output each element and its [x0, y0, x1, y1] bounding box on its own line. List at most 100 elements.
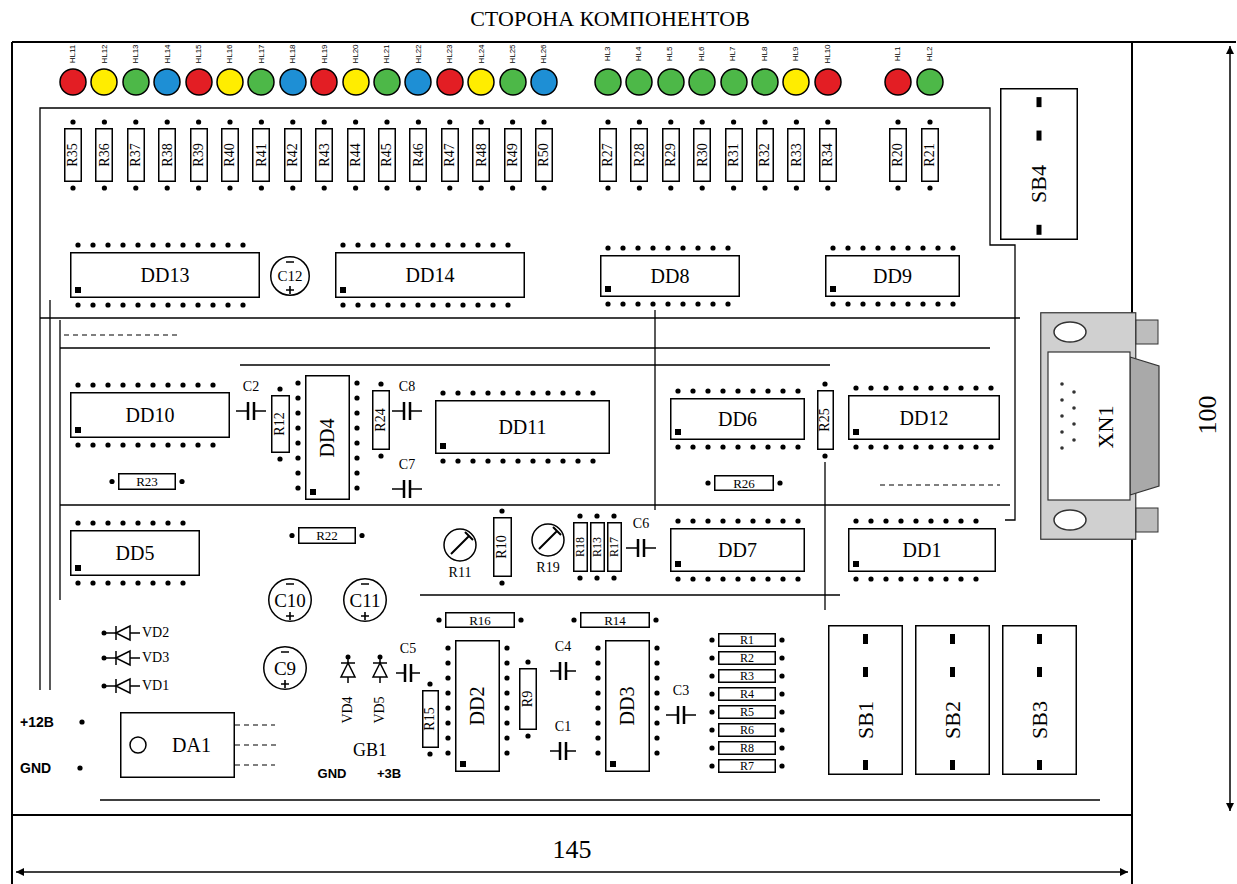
pad-dot — [898, 444, 903, 449]
part-label: R16 — [469, 614, 491, 627]
text-cell: C6 — [624, 515, 658, 532]
pad-dot — [416, 119, 421, 124]
pad-dot — [354, 380, 359, 385]
text-cell: GB1 — [344, 740, 396, 760]
pad-dot — [150, 242, 155, 247]
led-label: HL17 — [257, 44, 265, 63]
part-label: R49 — [506, 143, 520, 166]
pad-dot — [895, 185, 900, 190]
resistor-symbol: R26 — [714, 475, 774, 491]
ic-package: DD14 — [335, 252, 525, 298]
part-label: R35 — [66, 143, 80, 166]
led-label: HL9 — [792, 47, 800, 62]
led-symbol: HL21 — [373, 40, 401, 96]
pad-dot — [890, 245, 895, 250]
dimension-label: 100 — [1194, 396, 1220, 435]
part-label: C8 — [399, 380, 415, 394]
pad-dot — [795, 444, 800, 449]
pad-dot — [780, 444, 785, 449]
text-cell: DA1 — [150, 712, 233, 778]
symbol-part — [863, 634, 868, 644]
part-label: R46 — [411, 143, 425, 166]
symbol-part — [663, 129, 680, 182]
part-label: C1 — [555, 720, 571, 734]
trace — [40, 317, 1020, 318]
pad-dot — [868, 576, 873, 581]
text-cell: SB4 — [1000, 149, 1078, 219]
pad-dot — [485, 390, 490, 395]
text-cell: 145 — [536, 834, 608, 866]
part-label: R4 — [740, 688, 754, 700]
text-cell: R21 — [921, 128, 939, 182]
symbol-part — [374, 69, 400, 95]
symbol-part — [1041, 313, 1136, 540]
pad-dot — [725, 245, 730, 250]
pad-dot — [545, 390, 550, 395]
pad-dot — [150, 382, 155, 387]
part-label: R8 — [740, 742, 754, 754]
symbol-part — [190, 129, 207, 182]
pad-dot — [525, 733, 530, 738]
power-label: GND — [318, 767, 347, 780]
pad-dot — [920, 245, 925, 250]
pad-dot — [750, 518, 755, 523]
pad-dot — [700, 119, 705, 124]
pad-dot — [196, 185, 201, 190]
pad-dot — [322, 185, 327, 190]
resistor-symbol: R21 — [921, 128, 939, 182]
pad-dot — [988, 385, 993, 390]
title: СТОРОНА КОМПОНЕНТОВ — [470, 8, 750, 30]
pad-dot — [135, 442, 140, 447]
text-cell: R41 — [252, 128, 270, 182]
symbol-part — [316, 129, 333, 182]
pad-dot — [705, 518, 710, 523]
text-cell: SB3 — [1002, 685, 1077, 754]
text-cell: GND — [20, 758, 72, 778]
part-label: R50 — [537, 143, 551, 166]
pad-dot — [595, 750, 600, 755]
pad-dot — [943, 576, 948, 581]
symbol-part — [560, 662, 566, 680]
symbol-part — [500, 69, 526, 95]
text-cell: HL1 — [884, 40, 912, 68]
pad-dot — [353, 119, 358, 124]
pad-dot — [830, 301, 835, 306]
pad-dot — [120, 242, 125, 247]
pad-dot — [515, 458, 520, 463]
pad-dot — [240, 242, 245, 247]
resistor-symbol: R23 — [118, 473, 176, 490]
pad-dot — [690, 444, 695, 449]
text-cell: HL16 — [216, 40, 244, 68]
pad-dot — [165, 442, 170, 447]
part-label: R24 — [374, 408, 388, 431]
pad-dot — [883, 385, 888, 390]
switch-button: SB3 — [1002, 625, 1077, 775]
pad-dot — [210, 442, 215, 447]
pad-dot — [705, 480, 710, 485]
led-label: HL7 — [730, 47, 738, 62]
text-cell: HL2 — [916, 40, 944, 68]
symbol-part — [347, 129, 364, 182]
symbol-part — [60, 69, 86, 95]
part-label: R25 — [818, 408, 832, 431]
symbol-part — [128, 129, 145, 182]
symbol-part — [849, 396, 1000, 440]
pad-dot — [102, 185, 107, 190]
text-cell: R50 — [535, 128, 553, 182]
trace — [60, 504, 1010, 505]
text-cell: DD14 — [335, 252, 525, 298]
text-cell: +3В — [370, 764, 408, 782]
pad-dot — [354, 455, 359, 460]
symbol-part — [950, 760, 955, 770]
part-label: R19 — [536, 561, 559, 575]
ic-package: DD3 — [605, 640, 650, 772]
pad-dot — [384, 185, 389, 190]
pad-dot — [105, 382, 110, 387]
capacitor-symbol: C6 — [624, 515, 658, 559]
pad-dot — [195, 242, 200, 247]
pad-dot — [577, 513, 582, 518]
resistor-symbol: R46 — [409, 128, 427, 182]
pad-dot — [541, 185, 546, 190]
part-label: R44 — [349, 143, 363, 166]
symbol-part — [373, 657, 387, 683]
